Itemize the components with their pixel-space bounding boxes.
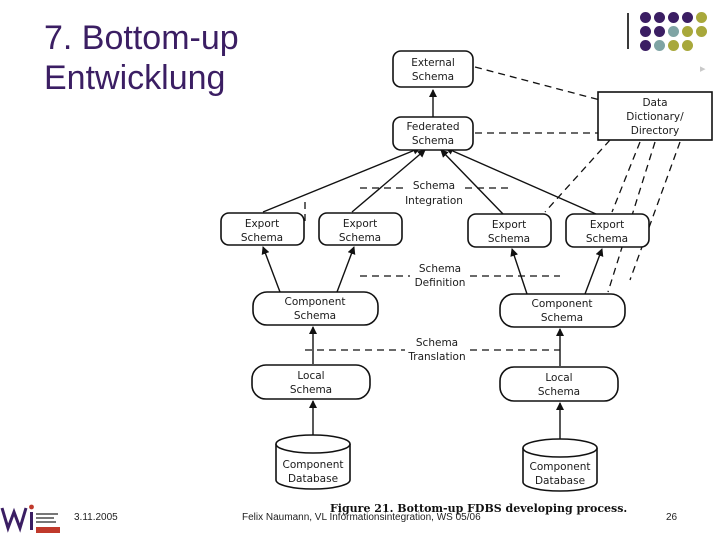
component-schema-label-2: Schema (541, 312, 583, 324)
export-schema-box-4 (565, 213, 650, 248)
dashed-edges (304, 66, 681, 351)
schema-definition-label: Schema (419, 263, 461, 275)
header-divider (627, 13, 629, 49)
brand-dot (640, 12, 651, 23)
component-database-label-1: Component (283, 459, 344, 471)
dashed-dictionary-export3 (544, 139, 611, 213)
external-schema-box (392, 50, 474, 88)
brand-dot (668, 26, 679, 37)
federated-schema-label: Federated (406, 121, 459, 133)
footer-date: 3.11.2005 (74, 512, 118, 523)
page-number: 26 (666, 512, 678, 523)
solid-edges (261, 89, 604, 440)
university-logo (0, 504, 60, 533)
database-top (522, 438, 598, 458)
brand-dot (668, 12, 679, 23)
component-database-1 (275, 434, 351, 490)
local-schema-box-1 (251, 364, 371, 400)
schema-boxes (220, 50, 650, 402)
schema-integration-label: Schema (413, 180, 455, 192)
slide-title-line1: 7. Bottom-up (44, 19, 239, 57)
export-schema-label-2: Export (343, 218, 377, 230)
database-top (275, 434, 351, 454)
brand-dot (640, 40, 651, 51)
dictionary-label: Data (642, 97, 667, 109)
edge-component1-to-export1 (261, 246, 281, 293)
export-schema-label-4: Export (590, 219, 624, 231)
brand-dot (640, 26, 651, 37)
local-schema-label-1: Schema (290, 384, 332, 396)
export-schema-box-2 (318, 212, 403, 246)
brand-dot (654, 12, 665, 23)
brand-dot (682, 12, 693, 23)
export-schema-label-3: Export (492, 219, 526, 231)
figure-caption: Figure 21. Bottom-up FDBS developing pro… (330, 502, 627, 515)
local-schema-label-1: Local (297, 370, 324, 382)
brand-dot (682, 26, 693, 37)
dictionary-label: Dictionary/ (626, 111, 684, 123)
edge-export4-to-federated (445, 147, 597, 215)
component-schema-box-2 (499, 293, 626, 328)
brand-dot (668, 40, 679, 51)
data-dictionary-box (597, 91, 713, 141)
local-schema-label-2: Local (545, 372, 572, 384)
brand-dot (696, 26, 707, 37)
schema-translation-label: Schema (416, 337, 458, 349)
brand-dot (682, 40, 693, 51)
federated-schema-label: Schema (412, 135, 454, 147)
dashed-dictionary-export4 (611, 141, 641, 213)
export-schema-box-3 (467, 213, 552, 248)
component-database-label-2: Component (530, 461, 591, 473)
dashed-external-dictionary (474, 66, 601, 101)
brand-dot (654, 40, 665, 51)
component-schema-label-1: Schema (294, 310, 336, 322)
export-schema-label-4: Schema (586, 233, 628, 245)
brand-dot (654, 26, 665, 37)
schema-translation-label: Translation (407, 351, 465, 363)
export-schema-label-1: Export (245, 218, 279, 230)
edge-component1-to-export2 (336, 246, 356, 293)
brand-dot (696, 12, 707, 23)
export-schema-label-2: Schema (339, 232, 381, 244)
export-schema-label-1: Schema (241, 232, 283, 244)
footer-lecture-info: Felix Naumann, VL Informationsintegratio… (242, 512, 481, 523)
local-schema-label-2: Schema (538, 386, 580, 398)
edge-export2-to-federated (351, 149, 426, 213)
component-schema-box-1 (252, 291, 379, 326)
component-schema-label-2: Component (532, 298, 593, 310)
dictionary-label: Directory (631, 125, 679, 137)
edge-export1-to-federated (262, 146, 421, 213)
dashed-dictionary-right (629, 141, 681, 281)
component-database-2 (522, 438, 598, 492)
export-schema-label-3: Schema (488, 233, 530, 245)
edge-export3-to-federated (440, 149, 504, 215)
chevron-right-icon: ▸ (700, 62, 706, 75)
federated-schema-box (392, 116, 474, 151)
slide-title-line2: Entwicklung (44, 59, 226, 97)
component-database-label-1: Database (288, 473, 338, 485)
export-schema-box-1 (220, 212, 305, 246)
edge-component2-to-export4 (584, 248, 604, 295)
external-schema-label: External (411, 57, 455, 69)
schema-integration-label: Integration (405, 195, 463, 207)
schema-definition-label: Definition (415, 277, 466, 289)
component-database-label-2: Database (535, 475, 585, 487)
database-body (275, 444, 351, 490)
component-schema-label-1: Component (285, 296, 346, 308)
edge-component2-to-export3 (510, 248, 528, 295)
external-schema-label: Schema (412, 71, 454, 83)
local-schema-box-2 (499, 366, 619, 402)
slide-title: 7. Bottom-up Entwicklung (44, 18, 239, 98)
database-body (522, 448, 598, 492)
